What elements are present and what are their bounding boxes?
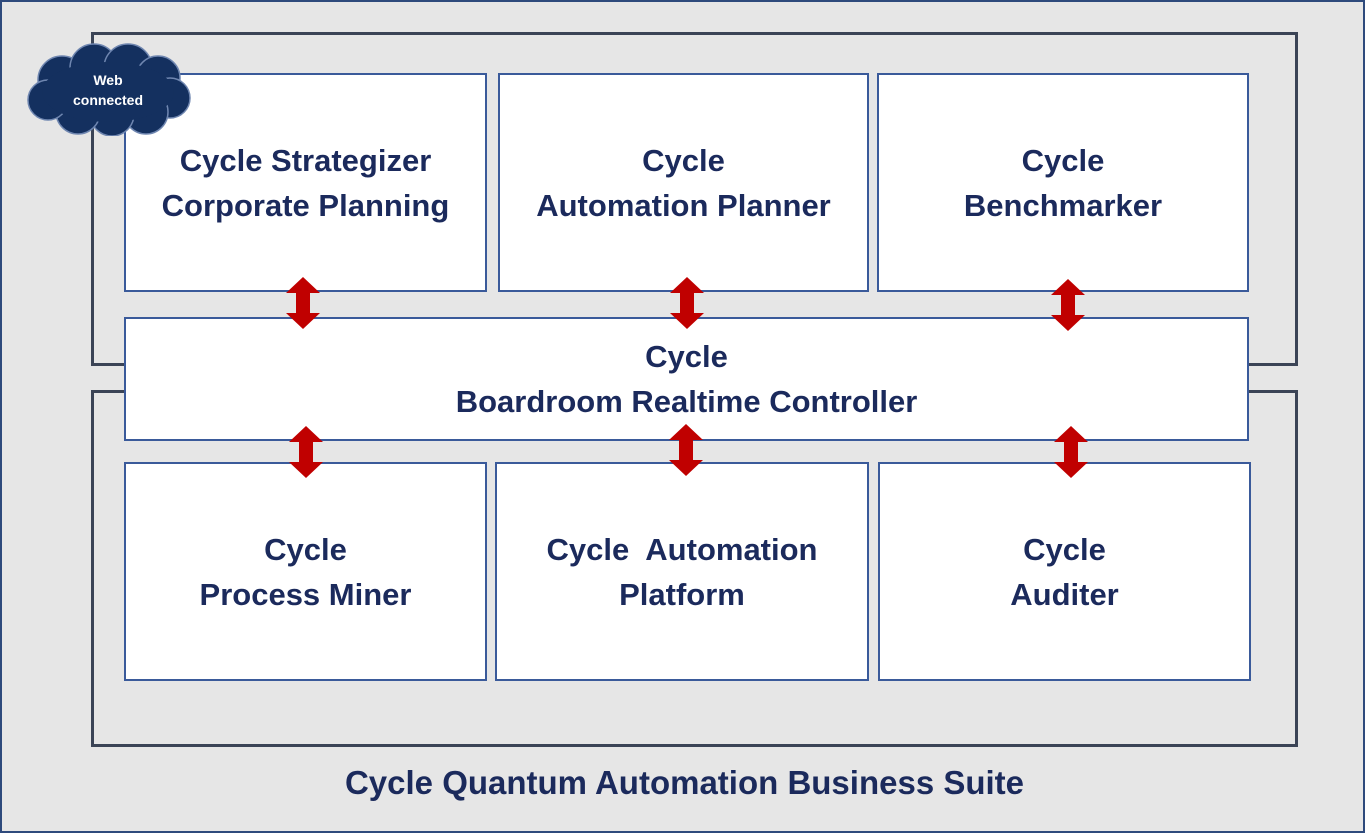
double-arrow-icon (670, 277, 704, 329)
automation-platform-box: Cycle Automation Platform (495, 462, 869, 681)
process-miner-box: Cycle Process Miner (124, 462, 487, 681)
process-miner-line2: Process Miner (199, 576, 412, 612)
cloud-label: Web connected (22, 42, 194, 136)
auditer-line1: Cycle (1023, 531, 1106, 567)
controller-line2: Boardroom Realtime Controller (455, 384, 918, 419)
controller-line1: Cycle (645, 339, 728, 374)
auditer-line2: Auditer (1010, 576, 1119, 612)
double-arrow-icon (1054, 426, 1088, 478)
double-arrow-icon (1051, 279, 1085, 331)
strategizer-line2: Corporate Planning (161, 187, 450, 223)
controller-box: Cycle Boardroom Realtime Controller (124, 317, 1249, 441)
process-miner-line1: Cycle (264, 531, 347, 567)
benchmarker-line1: Cycle (1021, 142, 1105, 178)
cloud-label-line1: Web (93, 72, 123, 88)
automation-planner-box: Cycle Automation Planner (498, 73, 869, 292)
double-arrow-icon (286, 277, 320, 329)
strategizer-line1: Cycle Strategizer (179, 142, 432, 178)
cloud-label-line2: connected (72, 92, 143, 108)
auditer-box: Cycle Auditer (878, 462, 1251, 681)
automation-planner-line2: Automation Planner (536, 187, 831, 223)
benchmarker-box: Cycle Benchmarker (877, 73, 1249, 292)
suite-title: Cycle Quantum Automation Business Suite (344, 764, 1025, 801)
strategizer-box: Cycle Strategizer Corporate Planning (124, 73, 487, 292)
automation-platform-line2: Platform (619, 576, 745, 612)
automation-planner-line1: Cycle (642, 142, 725, 178)
double-arrow-icon (669, 424, 703, 476)
automation-platform-line1: Cycle Automation (546, 531, 818, 567)
cloud-icon (27, 43, 191, 136)
benchmarker-line2: Benchmarker (963, 187, 1163, 223)
double-arrow-icon (289, 426, 323, 478)
